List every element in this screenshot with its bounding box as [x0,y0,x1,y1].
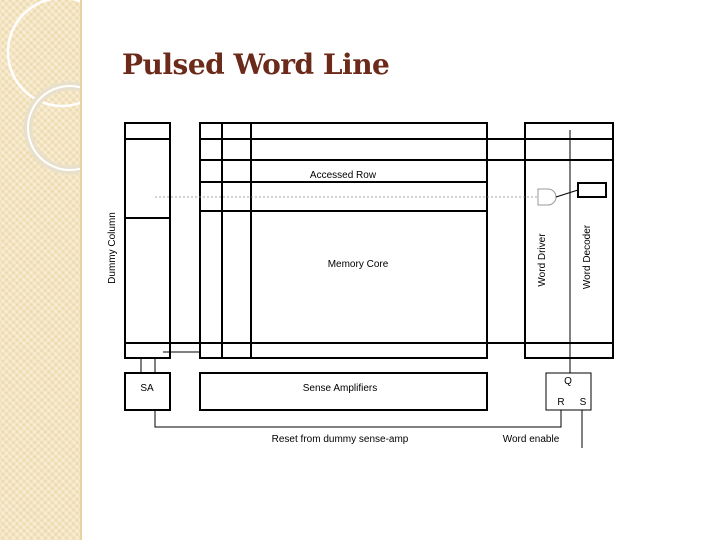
and-gate-icon [537,188,557,206]
latch-r-label: R [557,397,564,408]
sidebar-ring-highlight [27,85,82,171]
sa-box [124,372,171,411]
word-driver-label: Word Driver [537,233,548,287]
word-decoder-label: Word Decoder [582,224,593,289]
dummy-column-label: Dummy Column [107,212,118,284]
decorative-sidebar [0,0,82,540]
latch-box [545,372,592,411]
sidebar-ring-outer [6,0,82,108]
accessed-row-label: Accessed Row [310,170,377,181]
latch-q-label: Q [564,376,572,387]
word-driver-decoder-box [524,122,614,359]
decoder-output-box [577,182,607,198]
reset-label: Reset from dummy sense-amp [272,434,409,445]
word-enable-label: Word enable [503,434,560,445]
sidebar-rings [6,0,82,175]
sense-amplifiers-box [199,372,488,411]
sa-label: SA [140,383,154,394]
sense-amplifiers-label: Sense Amplifiers [303,383,377,394]
reset-wire [154,410,562,428]
sidebar-edge [80,0,82,540]
slide-title: Pulsed Word Line [122,48,390,81]
dummy-column-box [124,122,171,359]
memory-array-box [199,122,488,359]
memory-core-label: Memory Core [328,259,389,270]
gate-connection [555,189,579,198]
latch-s-label: S [580,397,587,408]
